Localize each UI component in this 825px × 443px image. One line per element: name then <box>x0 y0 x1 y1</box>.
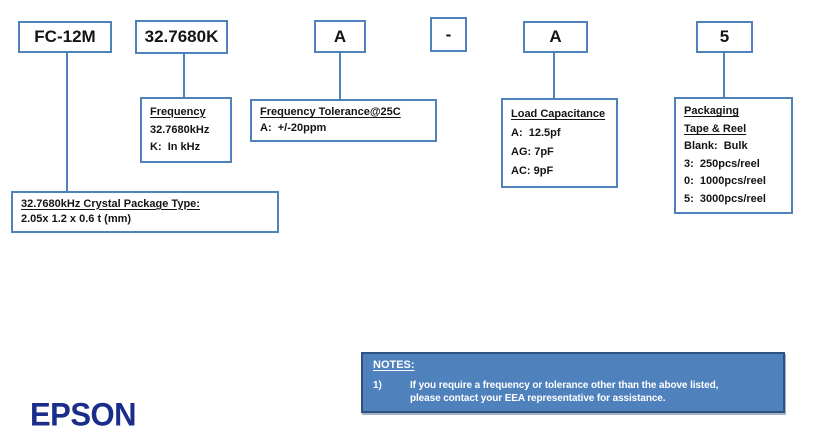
notes-item-1: 1) If you require a frequency or toleran… <box>373 380 773 405</box>
package-type-legend-title: 32.7680kHz Crystal Package Type: <box>21 197 200 210</box>
load-capacitance-option-ac: AC: 9pF <box>511 165 554 177</box>
load-capacitance-legend-title: Load Capacitance <box>511 108 606 120</box>
connector-line-packaging <box>723 53 725 97</box>
packaging-legend-box: Packaging Tape & Reel Blank: Bulk 3: 250… <box>674 97 793 214</box>
part-segment-packaging-box: 5 <box>696 21 753 53</box>
tolerance-legend-title: Frequency Tolerance@25C <box>260 106 401 118</box>
part-segment-dash-box: - <box>430 17 467 52</box>
connector-line-frequency <box>183 54 185 98</box>
part-segment-model-box: FC-12M <box>18 21 112 53</box>
tolerance-legend-box: Frequency Tolerance@25C A: +/-20ppm <box>250 99 437 142</box>
notes-box: NOTES: 1) If you require a frequency or … <box>361 352 785 413</box>
part-segment-packaging-label: 5 <box>719 27 730 46</box>
package-type-legend-box: 32.7680kHz Crystal Package Type: 2.05x 1… <box>11 191 279 233</box>
tolerance-option-a: A: +/-20ppm <box>260 122 327 134</box>
packaging-legend-subtitle: Tape & Reel <box>684 122 747 135</box>
packaging-option-3: 3: 250pcs/reel <box>684 157 760 170</box>
part-segment-frequency-box: 32.7680K <box>135 20 228 54</box>
part-segment-tolerance-label: A <box>333 26 347 46</box>
notes-item-text-line1: If you require a frequency or tolerance … <box>410 380 719 391</box>
package-type-dimensions: 2.05x 1.2 x 0.6 t (mm) <box>21 213 132 226</box>
notes-item-text: If you require a frequency or tolerance … <box>410 380 718 405</box>
packaging-option-blank: Blank: Bulk <box>684 140 748 153</box>
load-capacitance-legend-box: Load Capacitance A: 12.5pf AG: 7pF AC: 9… <box>501 98 618 188</box>
connector-line-load-capacitance <box>553 53 555 98</box>
packaging-legend-title: Packaging <box>684 105 740 118</box>
part-segment-load-capacitance-box: A <box>523 21 588 53</box>
frequency-legend-value: 32.7680kHz <box>150 123 210 136</box>
packaging-option-5: 5: 3000pcs/reel <box>684 192 766 205</box>
part-segment-load-capacitance-label: A <box>549 27 562 46</box>
frequency-legend-title: Frequency <box>150 105 206 118</box>
packaging-option-0: 0: 1000pcs/reel <box>684 175 766 188</box>
notes-item-number: 1) <box>373 380 382 391</box>
part-segment-frequency-label: 32.7680K <box>144 27 219 46</box>
connector-line-model <box>66 53 68 191</box>
notes-title: NOTES: <box>373 359 415 371</box>
frequency-legend-box: Frequency 32.7680kHz K: In kHz <box>140 97 232 163</box>
connector-line-tolerance <box>339 53 341 99</box>
notes-item-text-line2: please contact your EEA representative f… <box>410 392 666 404</box>
load-capacitance-option-ag: AG: 7pF <box>511 146 554 158</box>
epson-logo: EPSON <box>30 396 137 433</box>
part-segment-dash-label: - <box>445 24 452 44</box>
part-segment-tolerance-box: A <box>314 20 366 53</box>
part-segment-model-label: FC-12M <box>34 27 96 46</box>
frequency-legend-unit-note: K: In kHz <box>150 141 201 154</box>
load-capacitance-option-a: A: 12.5pf <box>511 127 561 139</box>
